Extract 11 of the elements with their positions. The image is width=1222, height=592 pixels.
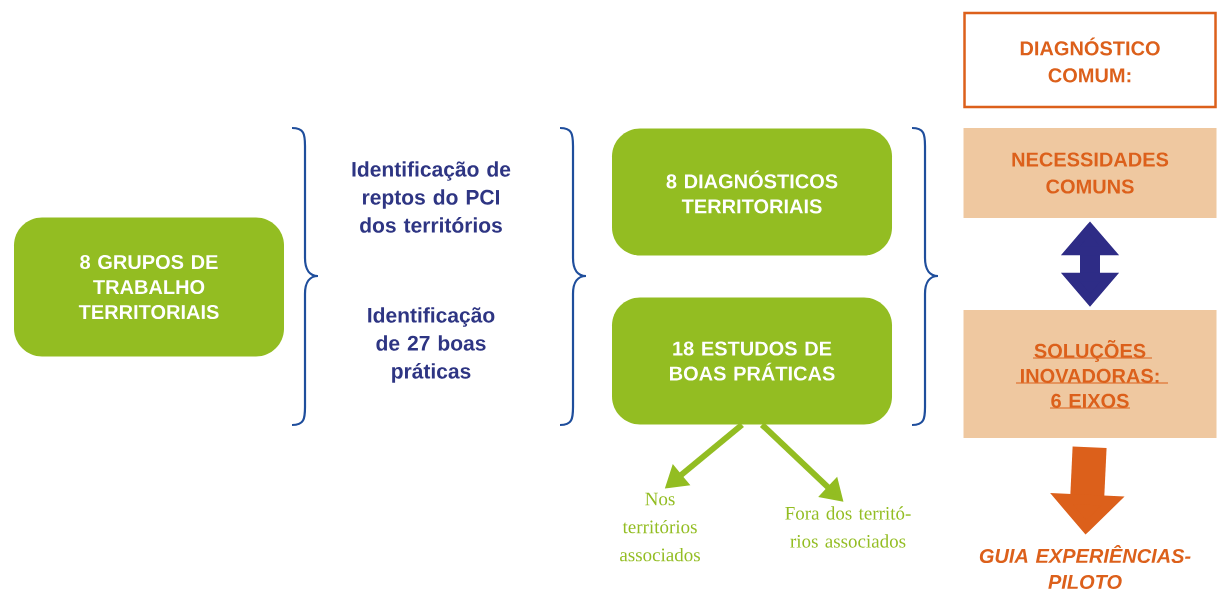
heading-box: DIAGNÓSTICO COMUM: (963, 11, 1217, 109)
process-box: 8 DIAGNÓSTICOS TERRITORIAIS (612, 128, 892, 256)
process-box: 18 ESTUDOS DE BOAS PRÁTICAS (612, 297, 892, 425)
result-box: SOLUÇÕES INOVADORAS: 6 EIXOS (963, 310, 1217, 438)
result-box: NECESSIDADES COMUNS (963, 128, 1217, 218)
branch-text: Nos territórios associados (620, 492, 700, 562)
step-text: Identificação de reptos do PCI dos territórios (352, 161, 511, 233)
process-box: 8 GRUPOS DE TRABALHO TERRITORIAIS (14, 217, 284, 357)
branch-text: Fora dos territó- rios associados (785, 506, 911, 548)
step-text: Identificação de 27 boas práticas (368, 307, 495, 383)
output-text: GUIA EXPERIÊNCIAS-PILOTO (979, 544, 1191, 590)
